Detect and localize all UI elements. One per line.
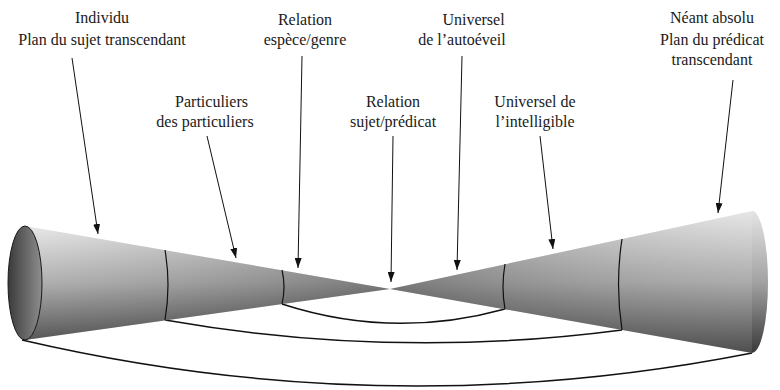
leader-arrow <box>391 136 393 282</box>
section-line <box>503 264 505 309</box>
callout-label: Plan du prédicat transcendant <box>655 30 769 70</box>
left-opening <box>8 226 42 340</box>
right-cone <box>390 211 752 353</box>
section-line <box>619 239 623 330</box>
callout-label: Relation sujet/prédicat <box>344 92 442 132</box>
leader-arrow <box>540 136 553 249</box>
callout-label: Relation espèce/genre <box>258 10 352 50</box>
leader-arrow <box>72 58 98 234</box>
left-cone <box>25 226 390 340</box>
callout-label: Individu <box>2 8 202 28</box>
callout-label: Plan du sujet transcendant <box>2 30 202 50</box>
inner-arc <box>282 304 505 323</box>
callout-label: Particuliers des particuliers <box>154 92 256 132</box>
leader-arrow <box>207 136 236 258</box>
right-cone-shade <box>390 211 752 353</box>
left-cone-shade <box>25 226 390 340</box>
outer-arc <box>22 340 752 386</box>
leader-arrow <box>457 56 462 270</box>
callout-label: Universel de l’autoéveil <box>414 10 510 50</box>
section-line <box>165 250 168 320</box>
callout-label: Universel de l’intelligible <box>488 92 582 132</box>
section-line <box>282 270 284 304</box>
right-cone-end <box>752 211 768 353</box>
callout-label: Néant absolu <box>647 8 777 28</box>
leader-arrow <box>718 80 733 213</box>
leader-arrow <box>298 56 302 268</box>
